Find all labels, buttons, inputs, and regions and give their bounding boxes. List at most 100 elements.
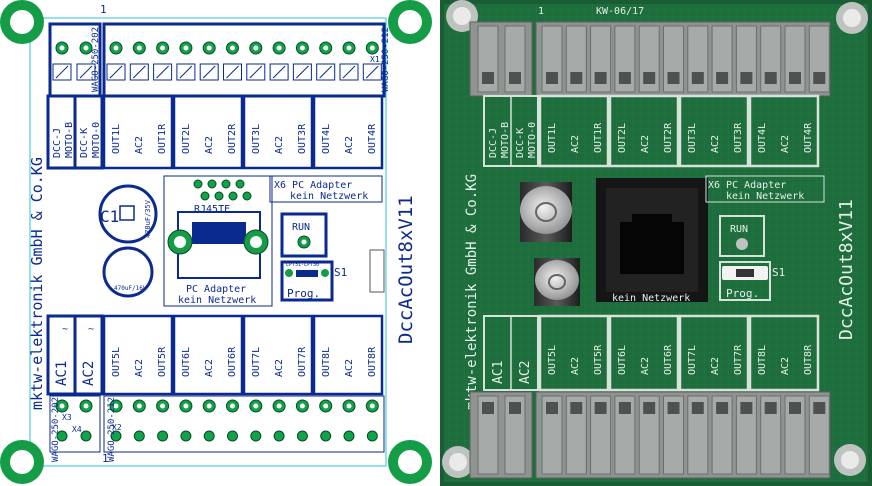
photo-dcc-k-label: DCC-K	[515, 128, 526, 158]
terminal-screw-hole	[691, 402, 704, 414]
terminal-slot-mark	[156, 65, 169, 79]
top-output-label-3: OUT2L	[181, 124, 192, 154]
terminal-screw-hole	[716, 72, 729, 84]
terminal-pad	[157, 430, 169, 442]
terminal-pad	[343, 430, 355, 442]
terminal-pad	[296, 430, 308, 442]
board-id: KW-06/17	[596, 6, 644, 17]
mounting-hole-top-left	[0, 0, 44, 44]
terminal-pad-hole	[183, 403, 189, 409]
photo-product-label: DccAcOut8xV11	[836, 199, 857, 340]
photo-x6-sub-label: kein Netzwerk	[726, 191, 804, 202]
terminal-cell	[711, 395, 733, 475]
bottom-output-label-4: AC2	[204, 359, 215, 377]
mounting-hole-bottom-right-photo	[834, 444, 866, 476]
rj45-jack-photo	[596, 178, 708, 302]
terminal-pad-hole	[136, 45, 142, 51]
panel-divider	[432, 0, 440, 486]
bottom-output-label-7: AC2	[274, 359, 285, 377]
terminal-slot	[176, 63, 196, 81]
x2-label: X2	[112, 423, 122, 432]
terminal-screw-hole	[618, 402, 631, 414]
terminal-screw-hole	[789, 402, 801, 414]
rj45-footprint	[163, 175, 273, 307]
mounting-hole-bottom-left	[0, 440, 44, 484]
terminal-pad	[366, 430, 378, 442]
photo-run-box	[719, 215, 765, 257]
output-group-box	[748, 314, 820, 392]
output-group-box	[678, 94, 750, 168]
terminal-screw-hole	[594, 402, 607, 414]
terminal-screw-hole	[740, 72, 753, 84]
terminal-screw-hole	[789, 72, 801, 84]
terminal-screw-hole	[509, 402, 521, 414]
bottom-ac2-label: AC2	[81, 361, 97, 386]
photo-top-output-label-9: OUT4L	[757, 123, 768, 153]
terminal-cell	[614, 395, 636, 475]
rj45-pads	[193, 179, 252, 201]
output-group-box	[748, 94, 820, 168]
terminal-pad-hole	[206, 45, 212, 51]
output-group-box	[242, 314, 314, 396]
terminal-pad-hole	[299, 45, 305, 51]
photo-bottom-ac1-label: AC1	[491, 361, 506, 384]
run-label: RUN	[292, 222, 310, 233]
kein-netzwerk-label: kein Netzwerk	[178, 295, 256, 306]
x6-sub-label: kein Netzwerk	[290, 191, 368, 202]
terminal-pad-hole	[183, 45, 189, 51]
photo-bottom-output-label-4: AC2	[640, 357, 651, 375]
capacitor-c2	[102, 246, 154, 298]
photo-bottom-output-label-7: AC2	[710, 357, 721, 375]
terminal-cell	[565, 395, 587, 475]
top-output-label-8: OUT3R	[297, 123, 308, 154]
photo-company-label: mktw-elektronik GmbH & Co.KG	[464, 174, 480, 410]
rj45-pad	[200, 191, 210, 201]
terminal-slot-mark	[319, 65, 333, 79]
terminal-pad-hole	[369, 403, 375, 409]
terminal-slot-mark	[179, 65, 193, 79]
output-group-box	[242, 94, 314, 170]
terminal-cell	[638, 395, 660, 475]
terminal-slot	[52, 63, 72, 81]
photo-top-output-label-3: OUT2L	[617, 123, 628, 153]
terminal-screw-hole	[764, 72, 777, 84]
rj45-pad	[235, 179, 245, 189]
x1-label: X1	[370, 55, 380, 64]
photo-top-output-label-2: OUT1R	[593, 122, 604, 153]
prog-button-photo	[719, 261, 771, 301]
photo-x6-label: X6 PC Adapter	[708, 180, 786, 191]
dcc-k-label: DCC-K	[79, 128, 90, 158]
wago-top-left-label: WAGO-250-202	[91, 27, 101, 92]
rj45-pad	[193, 179, 203, 189]
terminal-pad-hole	[276, 403, 282, 409]
terminal-screw-hole	[594, 72, 607, 84]
assembled-board-panel: KW-06/17 1 DCC-J MOTO-B DCC-K MOTO-0 OUT…	[440, 0, 872, 486]
bottom-ac1-label: AC1	[54, 361, 70, 386]
terminal-slot-mark	[272, 65, 286, 79]
photo-top-output-label-0: OUT1L	[547, 123, 558, 153]
terminal-pad-hole	[323, 403, 329, 409]
terminal-pad	[133, 430, 145, 442]
mounting-hole-bottom-left-photo	[442, 446, 474, 478]
rj45-label: RJ45TE	[194, 204, 230, 215]
photo-x6-box	[705, 175, 825, 203]
bottom-tilde-1: ~	[62, 324, 68, 335]
bottom-power-box	[46, 314, 104, 396]
terminal-cell	[477, 395, 499, 475]
cap2-value: 470uF/16V	[114, 285, 147, 292]
terminal-pad	[273, 430, 285, 442]
prog-label: Prog.	[287, 287, 320, 300]
photo-top-output-label-10: AC2	[780, 135, 791, 153]
top-terminal-block-photo	[469, 21, 831, 97]
terminal-slot-mark	[249, 65, 263, 79]
terminal-slot	[269, 63, 289, 81]
terminal-pad-hole	[346, 45, 352, 51]
terminal-slot	[292, 63, 312, 81]
terminal-slot	[316, 63, 336, 81]
photo-bottom-output-label-0: OUT5L	[547, 345, 558, 375]
terminal-pad-hole	[253, 403, 259, 409]
photo-moto-0-label: MOTO-0	[527, 122, 538, 158]
